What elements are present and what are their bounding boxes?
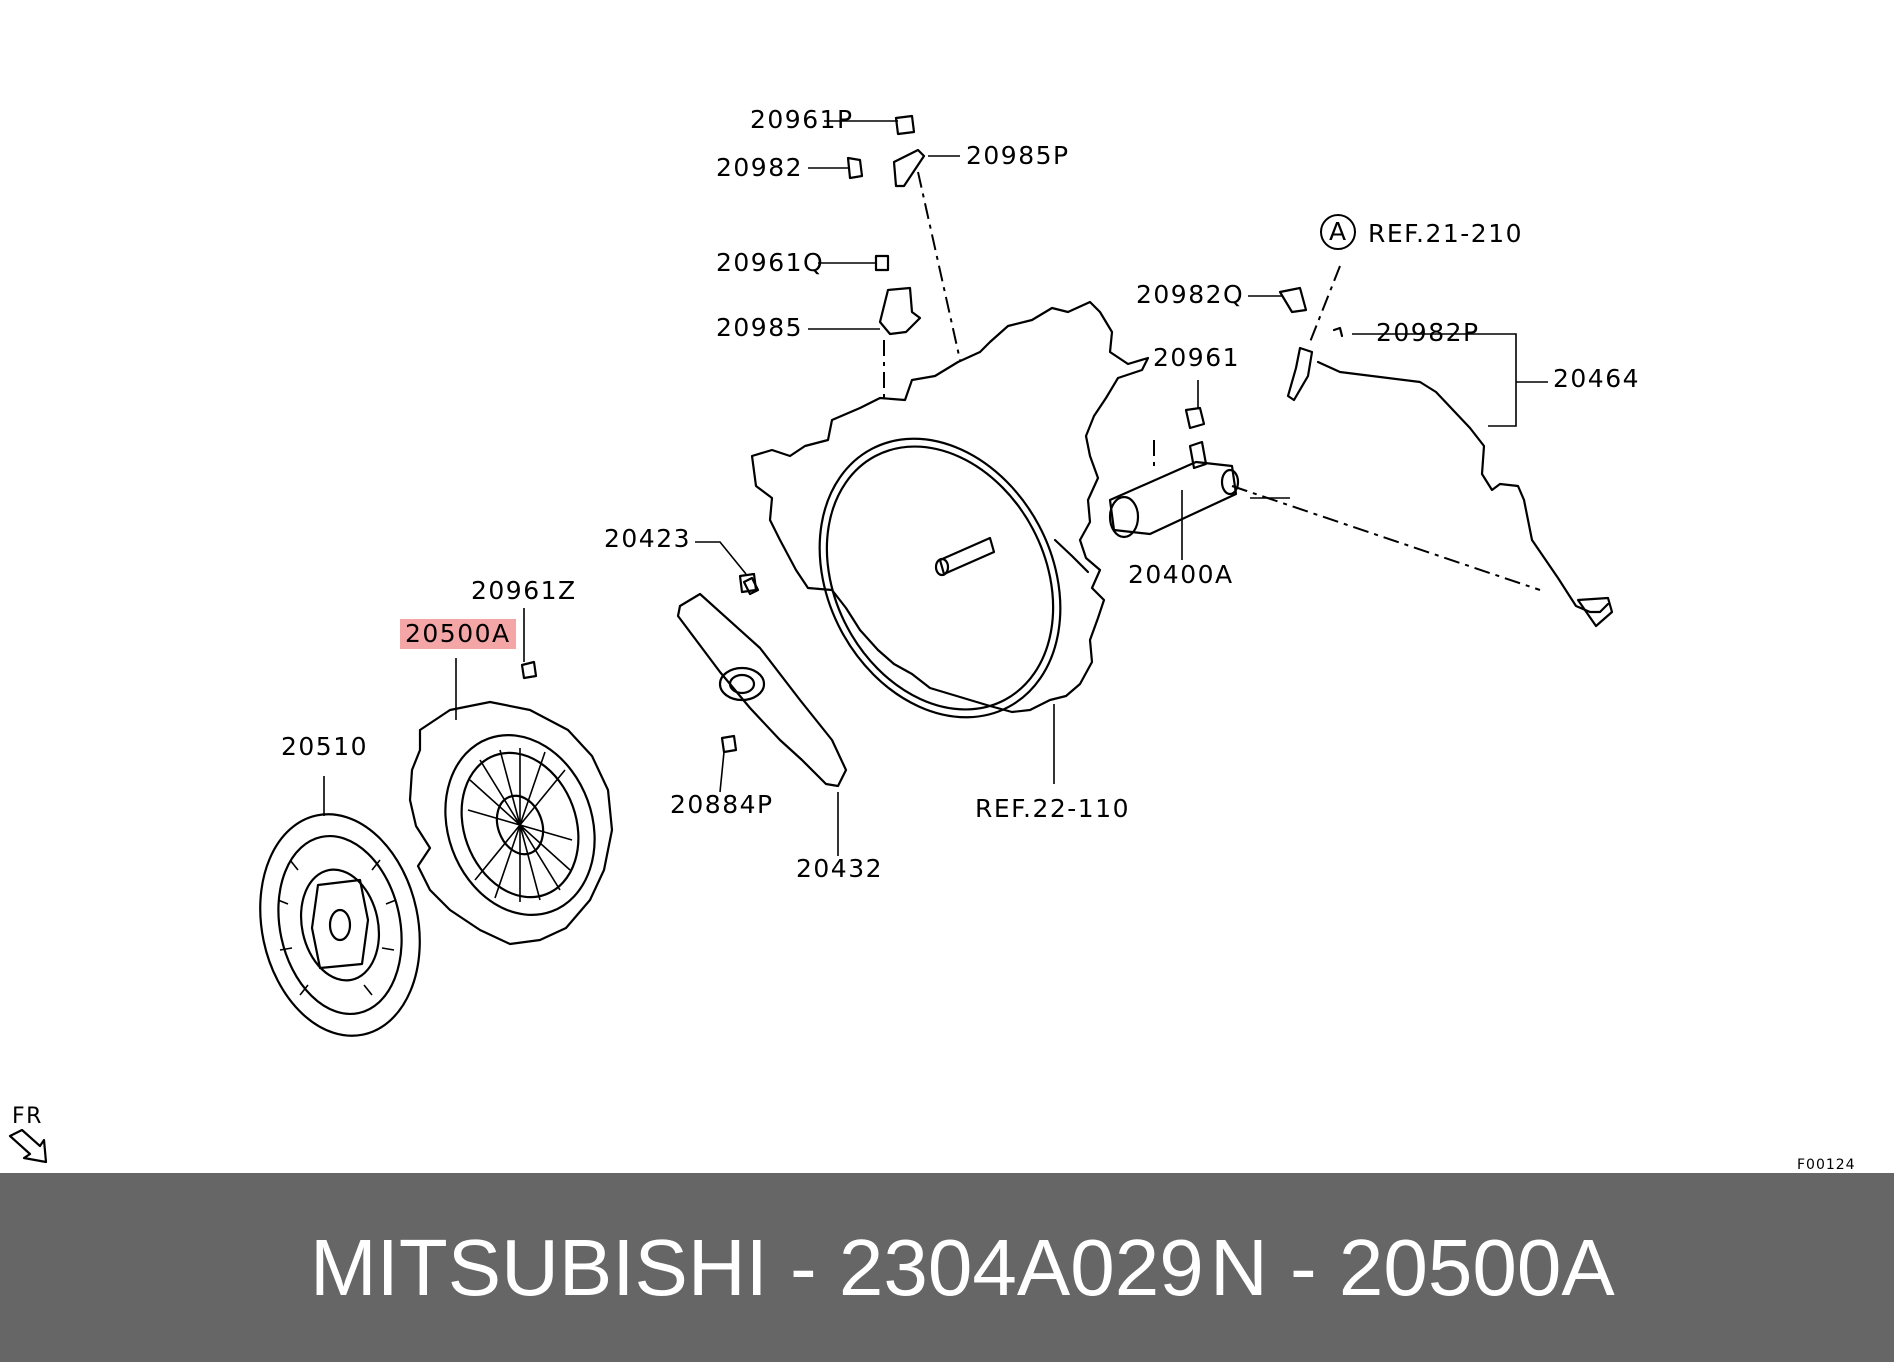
callout-20982P: 20982P: [1376, 318, 1480, 347]
callout-20510: 20510: [281, 732, 369, 761]
ref-marker-circle: [1320, 214, 1356, 250]
fr-arrow-icon: [8, 1128, 48, 1164]
callout-20985P: 20985P: [966, 141, 1070, 170]
callout-ref-22-110: REF.22-110: [975, 794, 1131, 823]
callout-20985: 20985: [716, 313, 804, 342]
callout-20982Q: 20982Q: [1136, 280, 1245, 309]
callout-20500A-highlighted: 20500A: [400, 619, 516, 649]
ref-marker-letter: A: [1329, 217, 1348, 246]
footer-ref-part: N - 20500A: [1210, 1223, 1615, 1312]
figure-code: F00124: [1797, 1157, 1856, 1173]
callout-ref-21-210: REF.21-210: [1368, 219, 1524, 248]
transmission-housing: [750, 300, 1150, 719]
bracket-parts: [520, 114, 926, 754]
callout-20961Q: 20961Q: [716, 248, 825, 277]
callout-20432: 20432: [796, 854, 884, 883]
callout-20423: 20423: [604, 524, 692, 553]
footer-brand-part: MITSUBISHI - 2304A029: [310, 1223, 1204, 1312]
clutch-cover-assembly: [408, 700, 614, 946]
callout-20884P: 20884P: [670, 790, 774, 819]
callout-20982: 20982: [716, 153, 804, 182]
release-fork: [676, 576, 848, 788]
clutch-pipe: [1278, 286, 1614, 628]
callout-20400A: 20400A: [1128, 560, 1234, 589]
clutch-disc: [259, 813, 421, 1037]
parts-diagram: 20961P 20982 20985P 20961Q 20985 20982Q …: [8, 105, 1856, 1173]
guide-lines: [883, 171, 1541, 591]
footer-banner: MITSUBISHI - 2304A029 N - 20500A: [0, 1173, 1894, 1362]
callout-20961: 20961: [1153, 343, 1241, 372]
release-cylinder: [1108, 406, 1240, 539]
fr-label: FR: [12, 1104, 43, 1129]
callout-20464: 20464: [1553, 364, 1641, 393]
callout-20961P: 20961P: [750, 105, 854, 134]
callout-20961Z: 20961Z: [471, 576, 577, 605]
diagram-drawing: [8, 114, 1614, 1164]
leader-lines: [323, 120, 1548, 856]
